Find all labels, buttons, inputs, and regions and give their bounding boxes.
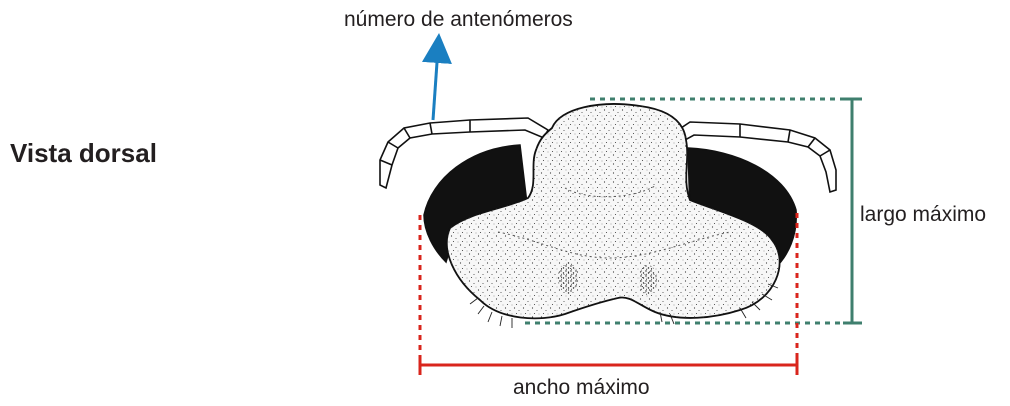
antenna-arrow — [433, 48, 438, 120]
right-dark-spot — [639, 265, 657, 295]
left-dark-spot — [558, 262, 578, 294]
